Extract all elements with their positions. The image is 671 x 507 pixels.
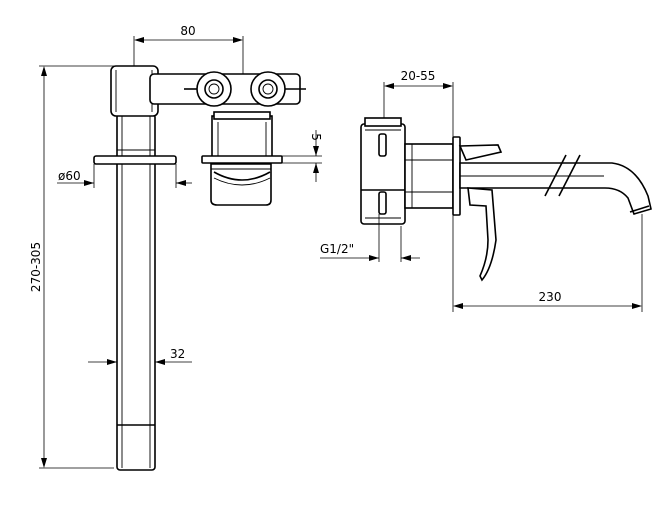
outlet-ring [213,111,271,120]
side-nut [404,143,454,209]
body-pipe [116,113,156,471]
dimension-wall-depth-label: 20-55 [401,69,436,83]
dimension-escutcheon-diameter: ø60 [57,164,192,188]
dimension-spout-diameter: 32 [88,347,192,365]
dimension-wall-depth: 20-55 [383,69,454,138]
side-lever [458,144,503,161]
dimension-thread-size-label: G1/2" [320,242,354,256]
dimension-thread-size: G1/2" [320,214,420,262]
valve-right [250,71,306,107]
outlet-body [211,115,273,159]
dimension-spout-projection-label: 230 [539,290,562,304]
dimension-spout-projection: 230 [452,214,643,312]
dimension-escutcheon-diameter-label: ø60 [58,169,81,183]
dimension-rim-thickness: 5 [282,130,323,182]
valve-left [184,71,232,107]
side-lever-handle [467,187,497,282]
outlet-escutcheon [201,155,283,164]
body-escutcheon [93,155,177,165]
side-escutcheon [452,136,461,216]
side-view: 20-55 [320,69,652,312]
dimension-center-distance: 80 [133,24,244,74]
dimension-rim-thickness-label: 5 [309,133,323,141]
outlet-nozzle [210,163,272,206]
dimension-center-distance-label: 80 [180,24,195,38]
dimension-body-length: 270-305 [29,65,114,469]
dimension-spout-diameter-label: 32 [170,347,185,361]
front-view: 270-305 [29,24,323,471]
side-body-top [364,117,402,127]
dimension-body-length-label: 270-305 [29,242,43,292]
